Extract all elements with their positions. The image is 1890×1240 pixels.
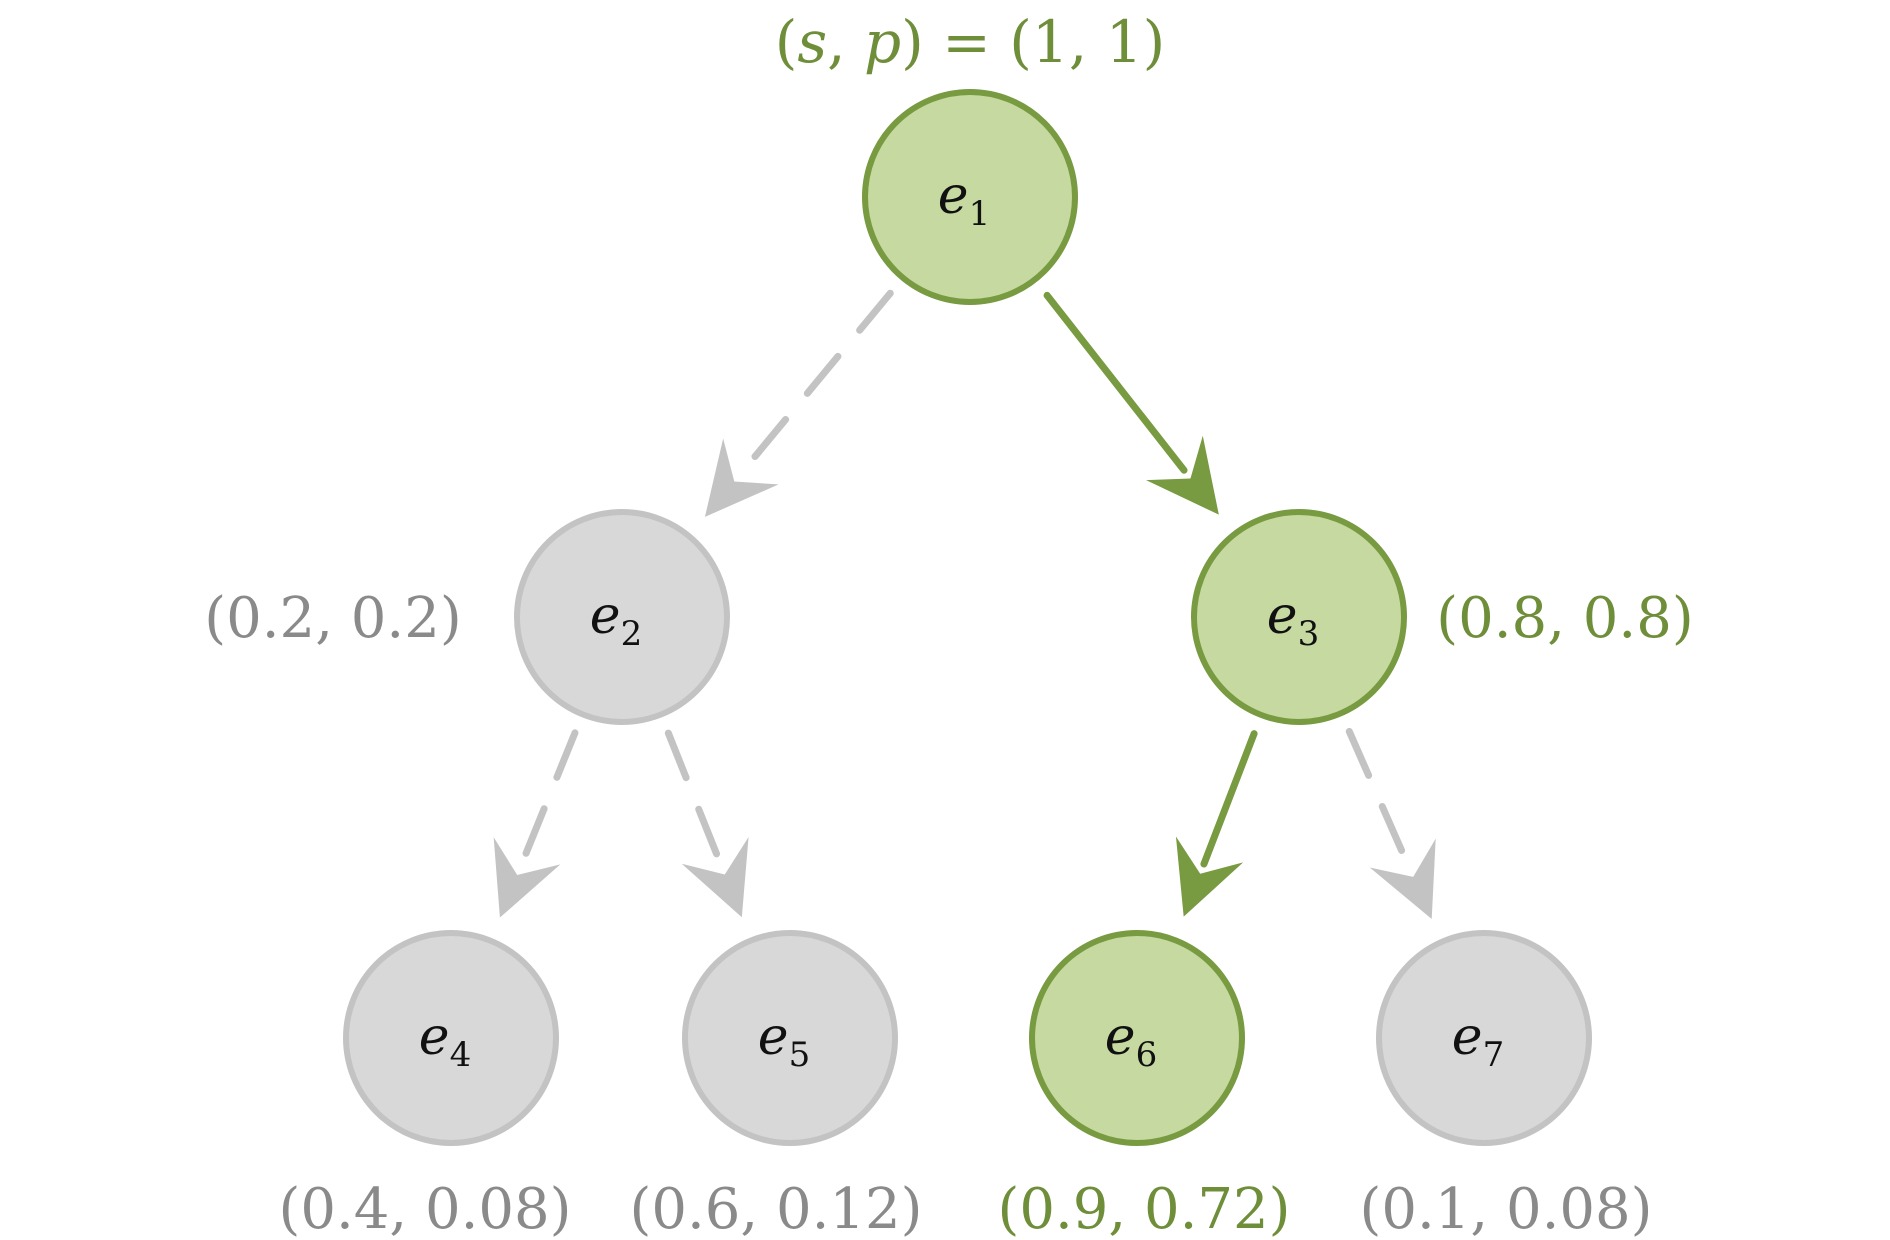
node-circle [343,930,559,1146]
node-score-label-e3: (0.8, 0.8) [1436,586,1693,651]
node-subscript: 1 [969,194,991,234]
arrowhead-icon [493,837,561,918]
node-circle [1029,930,1245,1146]
node-letter: e [938,166,969,226]
edge-line [1345,727,1413,871]
edge-e3-e6 [1175,730,1258,917]
root-open-paren: ( [775,8,798,76]
node-score-label-e7: (0.1, 0.08) [1359,1177,1652,1240]
arrowhead-icon [1175,836,1244,917]
root-value: (1, 1) [1009,8,1165,76]
edge-line [517,729,579,869]
node-e5: e5 [682,930,898,1146]
node-e7: e7 [1376,930,1592,1146]
node-label: e6 [1105,1007,1157,1075]
node-circle [1191,509,1407,725]
node-subscript: 2 [621,614,643,654]
node-e6: e6 [1029,930,1245,1146]
node-e2: e2 [514,509,730,725]
node-circle [514,509,730,725]
arrowhead-icon [681,837,749,918]
node-subscript: 3 [1298,614,1320,654]
edge-e2-e5 [664,729,749,918]
edge-line [737,289,894,477]
node-letter: e [419,1007,450,1067]
node-letter: e [1267,586,1298,646]
node-letter: e [1452,1007,1483,1067]
root-close-paren: ) [901,8,924,76]
node-label: e7 [1452,1007,1504,1075]
edge-e3-e7 [1345,727,1436,919]
edge-line [664,729,725,869]
node-label: e4 [419,1007,471,1075]
edge-line [1200,730,1258,868]
node-score-label-e4: (0.4, 0.08) [278,1177,571,1240]
edge-e1-e2 [704,289,894,517]
node-score-label-e2: (0.2, 0.2) [204,586,461,651]
arrowhead-icon [704,438,779,517]
node-e1: e1 [862,89,1078,305]
node-score-label-e5: (0.6, 0.12) [629,1177,922,1240]
node-label: e5 [758,1007,810,1075]
node-e3: e3 [1191,509,1407,725]
node-circle [1376,930,1592,1146]
root-var-s: s [797,8,827,76]
edge-e2-e4 [493,729,579,918]
node-letter: e [590,586,621,646]
arrowhead-icon [1369,838,1436,919]
node-subscript: 5 [789,1035,811,1075]
values-layer: (0.2, 0.2) (0.8, 0.8) (0.4, 0.08) (0.6, 0.1… [204,586,1693,1240]
root-comma: , [827,8,864,76]
node-circle [682,930,898,1146]
edge-line [1043,291,1188,474]
node-label: e3 [1267,586,1319,654]
edges-layer [493,289,1436,919]
node-e4: e4 [343,930,559,1146]
node-letter: e [758,1007,789,1067]
node-label: e2 [590,586,642,654]
node-label: e1 [938,166,990,234]
arrowhead-icon [1146,435,1219,515]
root-equals: = [924,8,1009,76]
node-letter: e [1105,1007,1136,1067]
node-subscript: 7 [1483,1035,1505,1075]
node-circle [862,89,1078,305]
edge-e1-e3 [1043,291,1219,515]
node-score-label-e6: (0.9, 0.72) [997,1177,1290,1240]
root-score-label: (s, p) = (1, 1) [775,8,1165,76]
node-subscript: 6 [1136,1035,1158,1075]
root-var-p: p [864,8,901,76]
node-subscript: 4 [450,1035,472,1075]
